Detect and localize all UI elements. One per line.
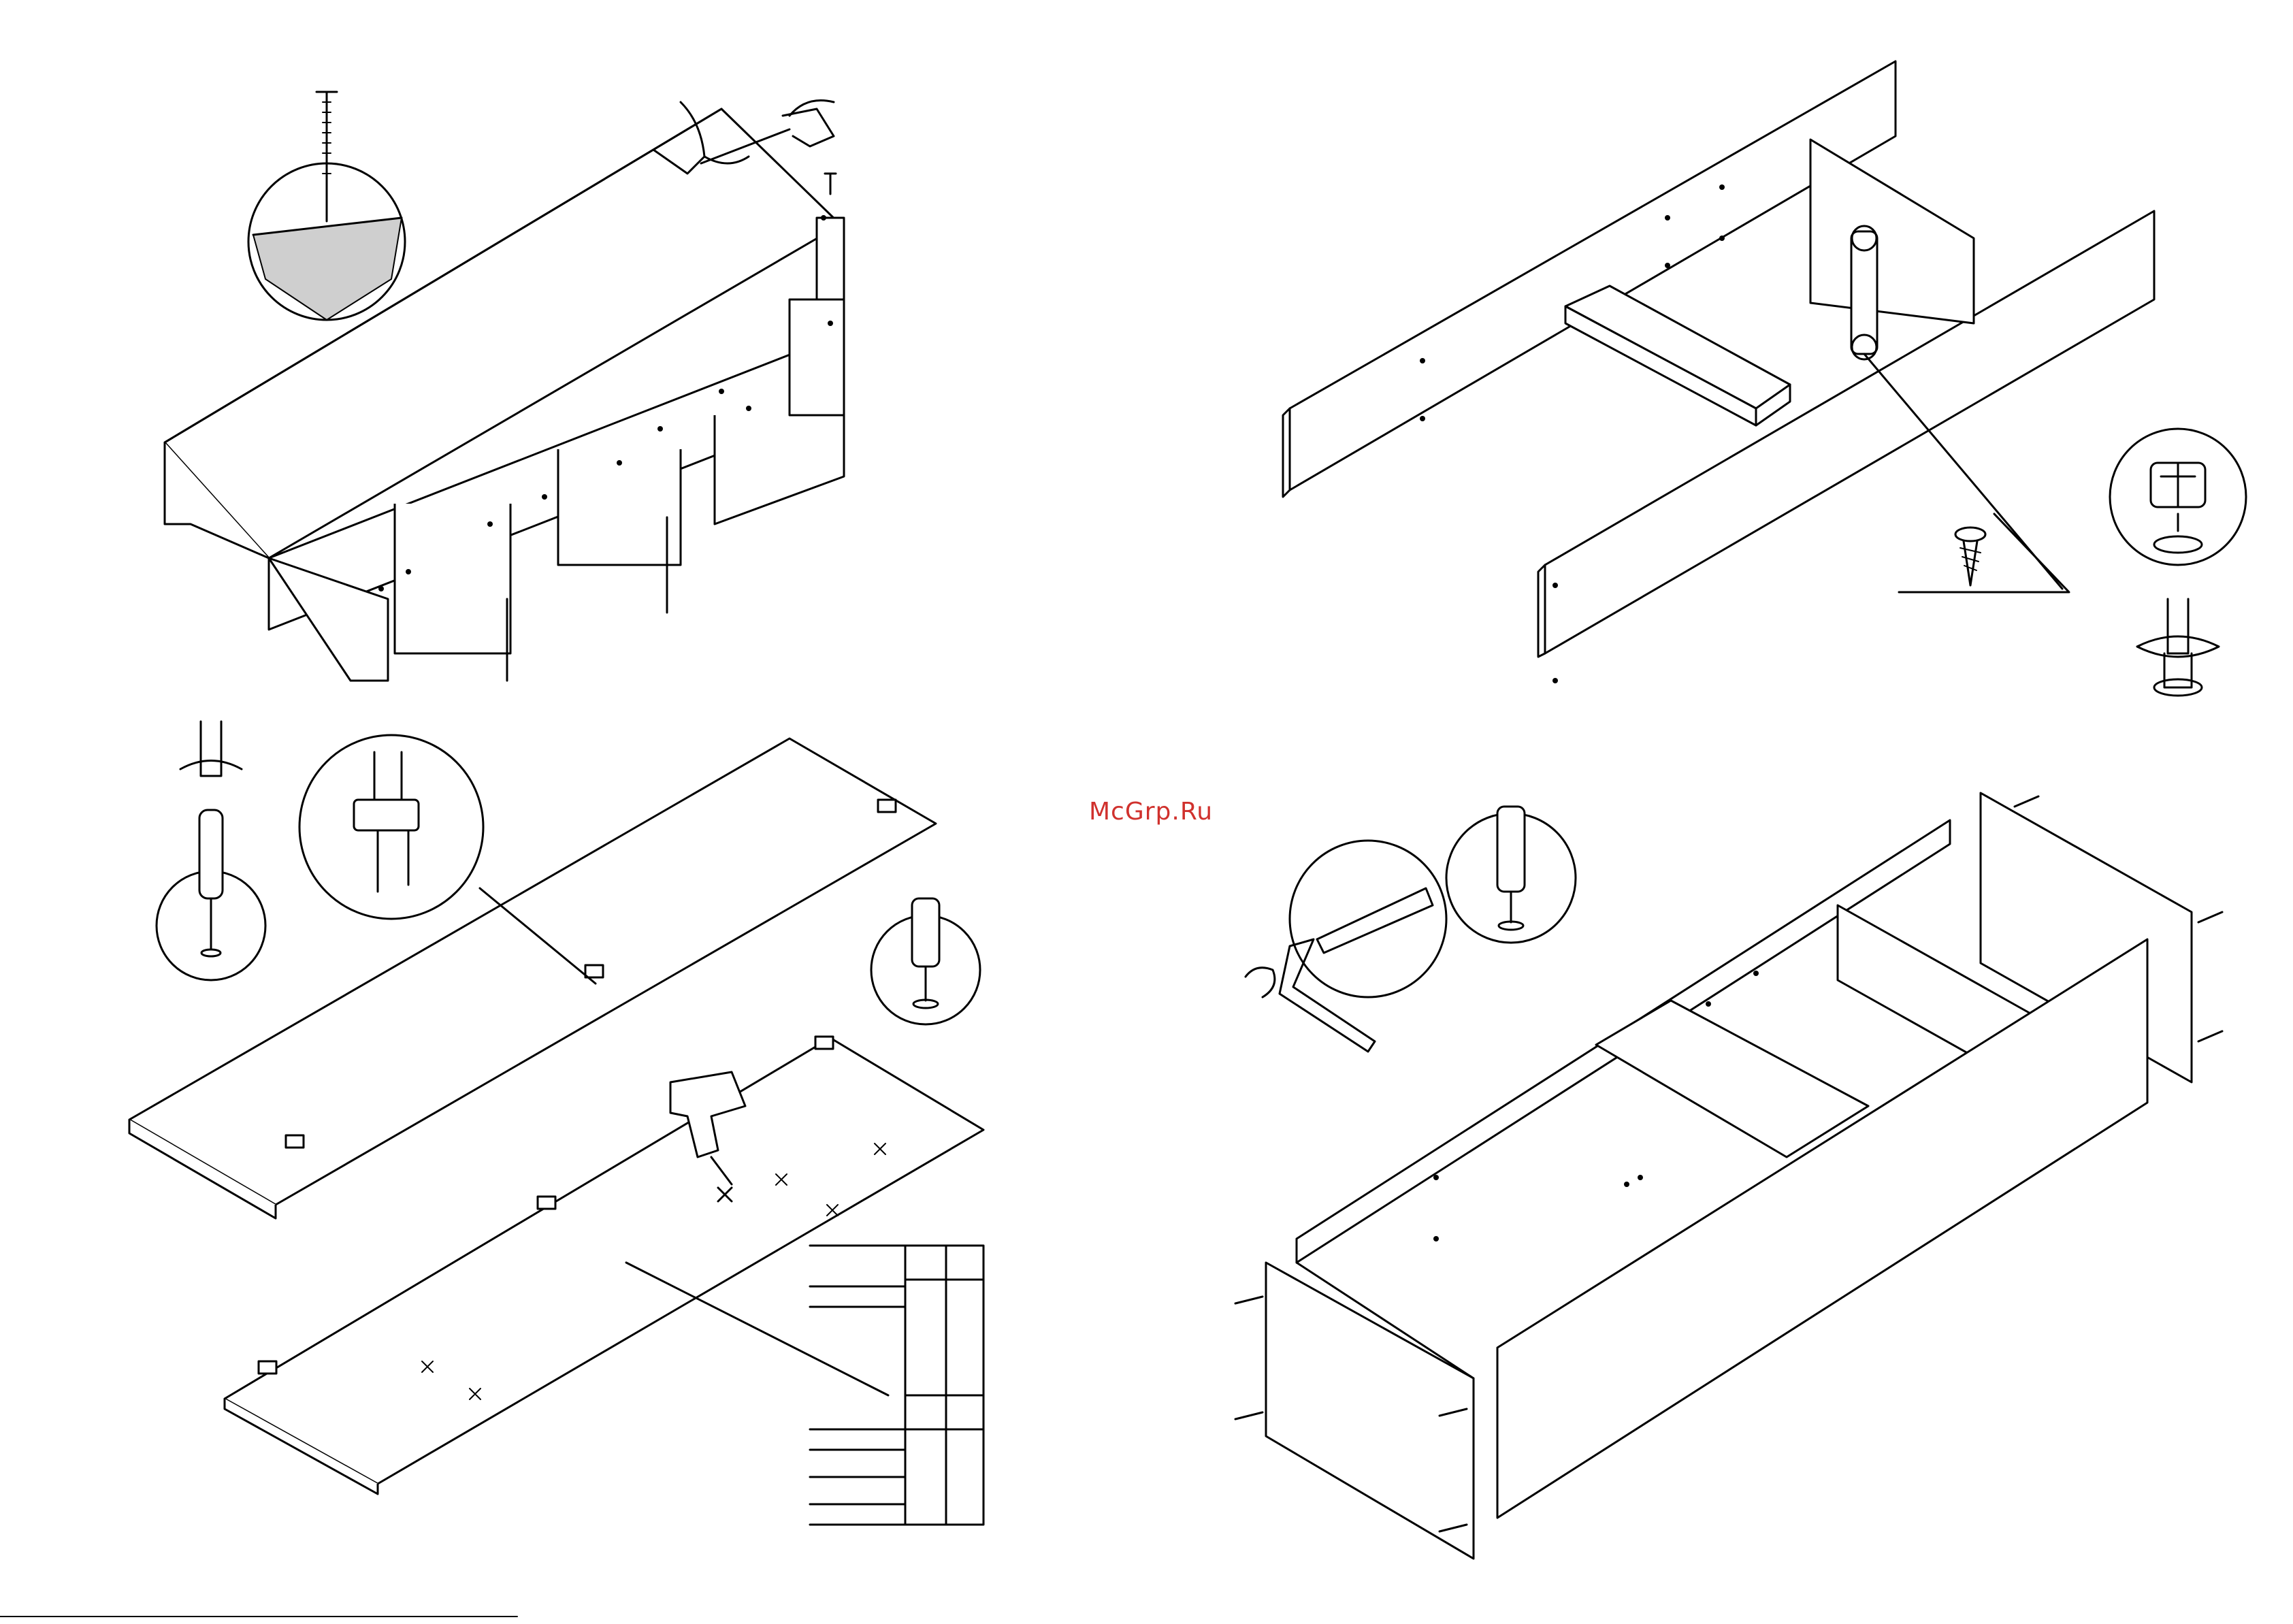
- screwdriver-icon: [871, 898, 980, 1024]
- shelf-board: [1565, 286, 1790, 408]
- screwdriver-icon: [157, 721, 265, 980]
- screwdriver-icon: [2137, 599, 2219, 696]
- front-long-panel: [1497, 939, 2147, 1518]
- step-nail-back-panel: [165, 92, 844, 681]
- middle-shelf: [1596, 1001, 1868, 1157]
- side-panel: [1810, 140, 1974, 323]
- step-hinge-doors: [129, 721, 983, 1525]
- watermark-text: McGrp.Ru: [1089, 798, 1213, 826]
- step-dowel-frame: [1235, 793, 2222, 1559]
- screwdriver-icon: [1446, 807, 1576, 943]
- screw-detail: [1899, 514, 2069, 592]
- nail-icon: [825, 174, 836, 194]
- allen-key-icon: [1246, 841, 1446, 1052]
- step-cam-lock-shelf: [1283, 61, 2246, 696]
- left-end-panel: [1266, 1263, 1474, 1559]
- nail-detail-magnifier: [248, 92, 405, 320]
- cam-lock-icon: [2110, 429, 2246, 565]
